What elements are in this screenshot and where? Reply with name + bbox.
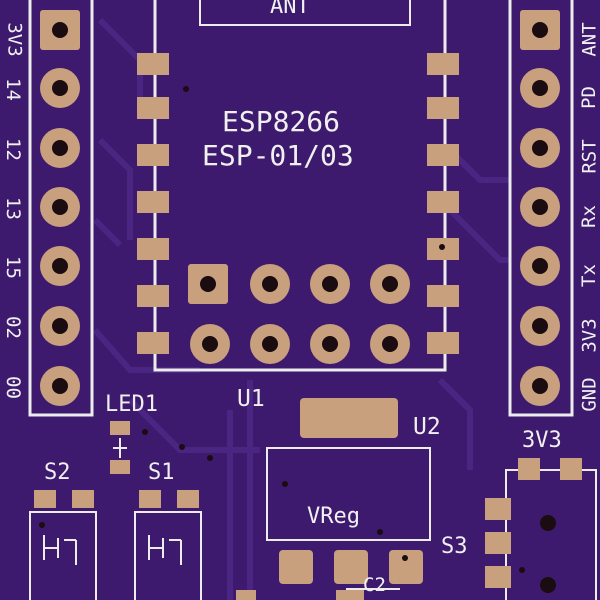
left-pin-label: 13 <box>1 197 24 220</box>
chip-subtitle: ESP-01/03 <box>202 139 354 172</box>
esp-module-outline <box>153 0 447 372</box>
right-pin-label: GND <box>578 377 600 412</box>
right-pin-label: Tx <box>577 264 600 287</box>
led1-ref: LED1 <box>105 392 158 417</box>
right-pin-label: ANT <box>578 22 600 57</box>
s1-ref: S1 <box>148 460 175 485</box>
s2-switch <box>29 490 97 600</box>
right-pin-label: RST <box>578 139 600 174</box>
vias <box>39 86 525 573</box>
s1-switch <box>134 490 202 600</box>
s2-ref: S2 <box>44 460 71 485</box>
module-pads-right <box>427 53 459 354</box>
left-header-outline <box>28 0 94 417</box>
module-header-2x4 <box>188 264 410 364</box>
c2-ref: C2 <box>363 574 386 596</box>
left-pin-label: 02 <box>1 316 24 339</box>
s3-ref: S3 <box>441 534 468 559</box>
left-pin-label: 12 <box>1 138 24 161</box>
left-pin-label: 3V3 <box>3 22 26 57</box>
left-pin-label: 14 <box>1 78 24 101</box>
right-pin-label: 3V3 <box>578 318 600 353</box>
right-header-pins <box>520 10 560 406</box>
s3-switch <box>485 458 597 600</box>
c2-capacitor <box>236 588 400 600</box>
right-pin-label: PD <box>577 86 600 109</box>
right-header-outline <box>508 0 574 417</box>
led1-footprint <box>110 421 130 474</box>
u2-ref: U2 <box>413 414 441 440</box>
vreg-label: VReg <box>307 504 360 529</box>
left-pin-label: 15 <box>1 256 24 279</box>
left-header-pins <box>40 10 80 406</box>
left-pin-label: 00 <box>1 376 24 399</box>
right-pin-label: Rx <box>577 205 600 228</box>
module-pads-left <box>137 53 169 354</box>
chip-title: ESP8266 <box>222 105 341 138</box>
antenna-label: ANT <box>270 0 310 19</box>
header-3v3-label: 3V3 <box>522 428 562 453</box>
u1-ref: U1 <box>237 386 265 412</box>
u2-regulator <box>266 398 431 584</box>
